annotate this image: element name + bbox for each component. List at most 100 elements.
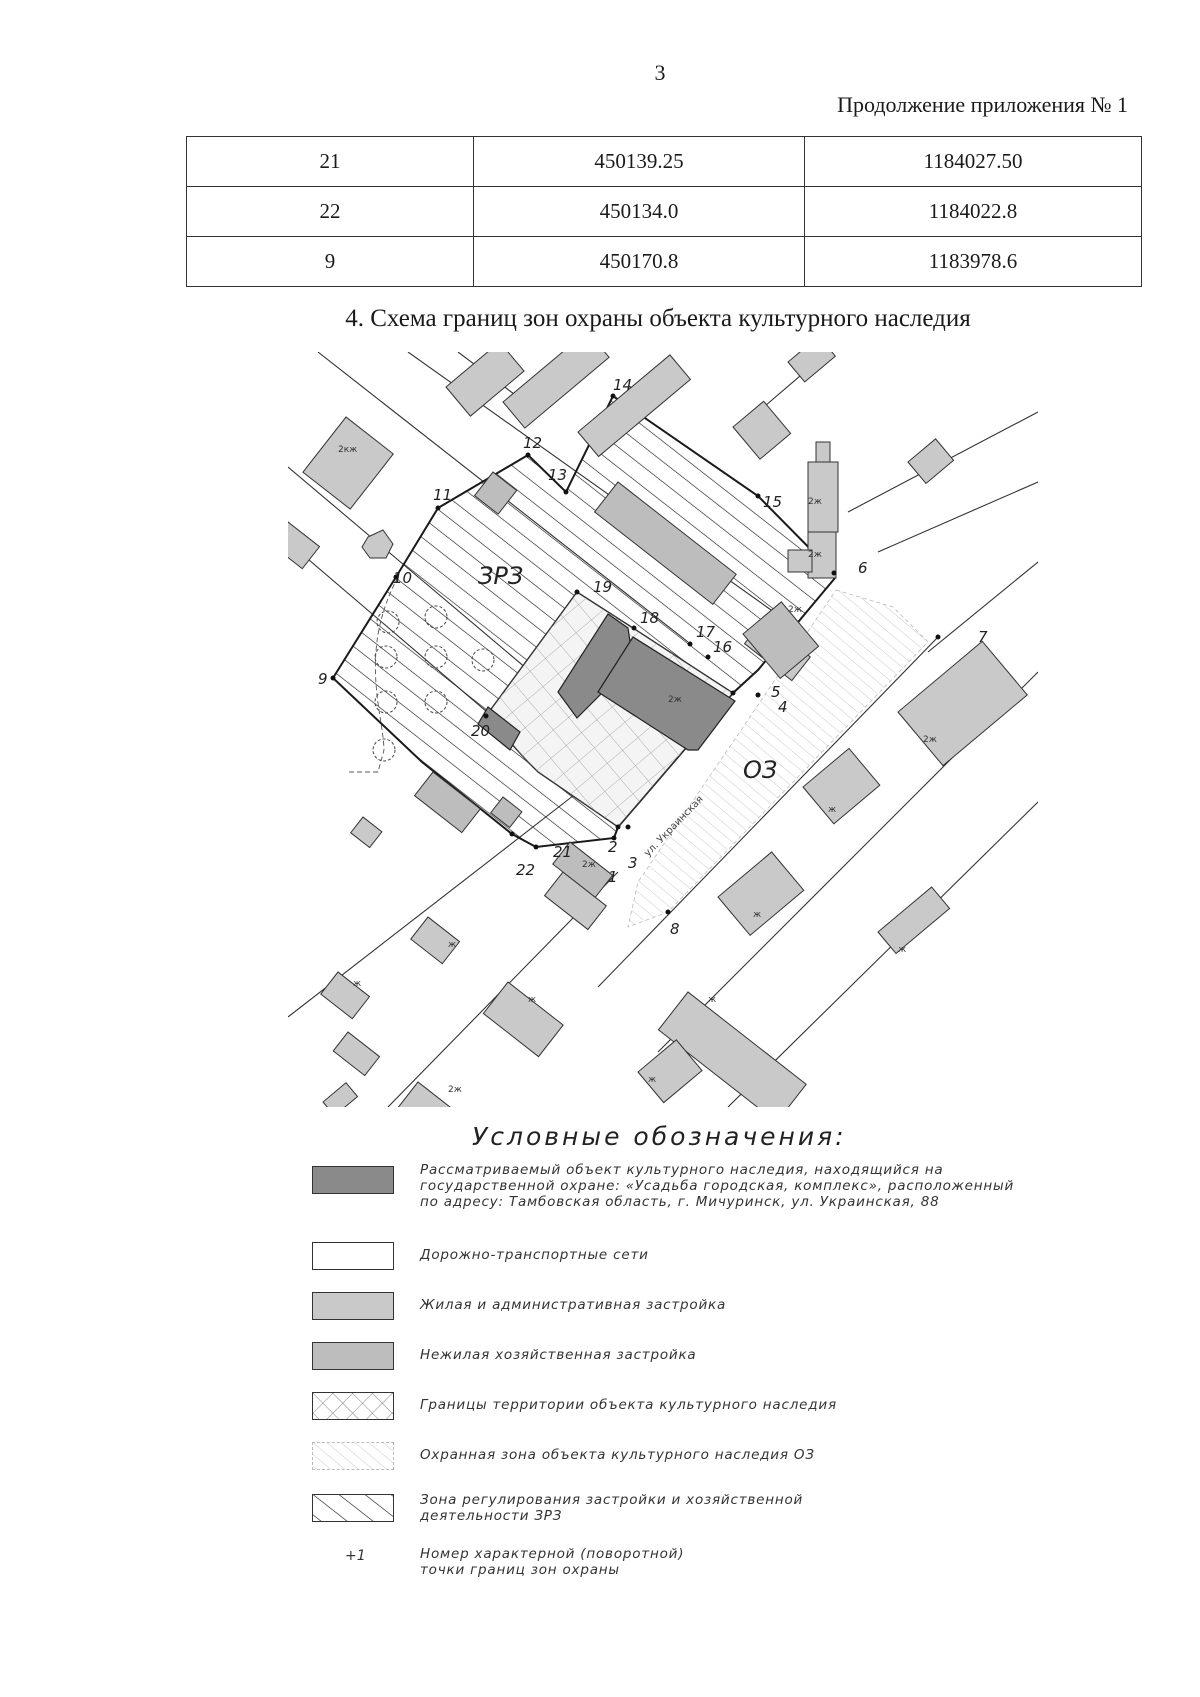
building <box>577 354 692 458</box>
svg-text:9: 9 <box>318 670 328 688</box>
legend-text: Дорожно-транспортные сети <box>420 1247 649 1263</box>
svg-text:2ж: 2ж <box>923 735 937 745</box>
zones-map: ЗРЗ ОЗ ул. Украинская 2кж 2ж 2ж 2ж 2ж 2ж… <box>288 352 1038 1107</box>
building <box>897 640 1028 767</box>
svg-text:13: 13 <box>548 466 567 484</box>
svg-text:17: 17 <box>696 623 716 641</box>
table-row: 22 450134.0 1184022.8 <box>186 186 1142 237</box>
svg-text:4: 4 <box>778 698 788 716</box>
building <box>657 991 807 1107</box>
svg-text:7: 7 <box>978 628 988 646</box>
oz-swatch <box>312 1442 394 1470</box>
zones-map-svg: ЗРЗ ОЗ ул. Украинская 2кж 2ж 2ж 2ж 2ж 2ж… <box>288 352 1038 1107</box>
coordinates-table: 21 450139.25 1184027.50 22 450134.0 1184… <box>186 136 1142 287</box>
svg-text:15: 15 <box>763 493 782 511</box>
point-cell: 21 <box>186 136 474 187</box>
building <box>802 747 881 825</box>
x-cell: 450170.8 <box>473 236 805 287</box>
table-row: 21 450139.25 1184027.50 <box>186 136 1142 187</box>
y-cell: 1184027.50 <box>804 136 1142 187</box>
building <box>332 1031 381 1077</box>
building <box>502 352 610 429</box>
building <box>445 352 525 417</box>
table-row: 9 450170.8 1183978.6 <box>186 236 1142 287</box>
legend-title: Условные обозначения: <box>472 1122 847 1151</box>
y-cell: 1183978.6 <box>804 236 1142 287</box>
building <box>787 352 837 383</box>
y-cell: 1184022.8 <box>804 186 1142 237</box>
point-labels: 1 2 3 4 5 6 7 8 9 10 11 12 13 14 15 16 1… <box>318 376 988 938</box>
legend-text: Охранная зона объекта культурного наслед… <box>420 1447 815 1463</box>
svg-text:19: 19 <box>593 578 612 596</box>
svg-text:18: 18 <box>640 609 659 627</box>
section-title: 4. Схема границ зон охраны объекта культ… <box>345 305 971 332</box>
svg-text:21: 21 <box>553 843 572 861</box>
svg-text:6: 6 <box>858 559 868 577</box>
svg-text:8: 8 <box>670 920 680 938</box>
legend-text: Номер характерной (поворотной) точки гра… <box>420 1546 685 1578</box>
legend-text: Границы территории объекта культурного н… <box>420 1397 837 1413</box>
tree-symbols <box>372 605 495 762</box>
non-residential-buildings <box>413 471 820 899</box>
legend-text: Рассматриваемый объект культурного насле… <box>420 1162 1015 1210</box>
svg-text:2ж: 2ж <box>808 497 822 507</box>
svg-text:2ж: 2ж <box>788 605 802 615</box>
legend-text: Жилая и административная застройка <box>420 1297 727 1313</box>
point-cell: 9 <box>186 236 474 287</box>
svg-text:14: 14 <box>613 376 632 394</box>
oz-label: ОЗ <box>743 756 777 784</box>
svg-text:ж: ж <box>353 979 361 989</box>
svg-text:1: 1 <box>608 868 618 886</box>
svg-text:ж: ж <box>898 945 906 955</box>
svg-text:ж: ж <box>753 910 761 920</box>
territory-swatch <box>312 1392 394 1420</box>
building <box>732 400 792 460</box>
building <box>482 981 564 1058</box>
zrz-swatch <box>312 1494 394 1522</box>
svg-text:2ж: 2ж <box>808 550 822 560</box>
svg-text:20: 20 <box>471 722 490 740</box>
building <box>320 971 371 1020</box>
page-number: 3 <box>654 60 666 85</box>
point-cell: 22 <box>186 186 474 237</box>
building <box>288 521 321 570</box>
zrz-label: ЗРЗ <box>478 562 523 590</box>
building-marks: 2кж 2ж 2ж 2ж 2ж 2ж ж ж ж ж ж 2ж ж ж ж 2ж <box>338 445 937 1095</box>
building <box>322 1082 359 1107</box>
building <box>637 1039 703 1104</box>
building <box>392 1081 474 1107</box>
residential-swatch <box>312 1292 394 1320</box>
svg-text:2кж: 2кж <box>338 445 357 455</box>
object-territory-hatch <box>486 592 733 827</box>
svg-text:16: 16 <box>713 638 732 656</box>
object-swatch <box>312 1166 394 1194</box>
non-residential-swatch <box>312 1342 394 1370</box>
building <box>410 916 461 965</box>
point-symbol: +1 <box>345 1548 366 1564</box>
legend-text: Нежилая хозяйственная застройка <box>420 1347 697 1363</box>
svg-text:2: 2 <box>608 838 618 856</box>
building <box>717 851 805 937</box>
svg-text:ж: ж <box>828 805 836 815</box>
svg-text:11: 11 <box>433 486 452 504</box>
svg-text:2ж: 2ж <box>668 695 682 705</box>
heritage-object <box>477 613 736 751</box>
svg-text:22: 22 <box>516 861 535 879</box>
svg-text:10: 10 <box>393 569 412 587</box>
svg-text:ж: ж <box>708 995 716 1005</box>
svg-text:ж: ж <box>448 940 456 950</box>
svg-text:ж: ж <box>528 995 536 1005</box>
building <box>302 416 394 510</box>
roads-swatch <box>312 1242 394 1270</box>
x-cell: 450139.25 <box>473 136 805 187</box>
svg-text:2ж: 2ж <box>448 1085 462 1095</box>
continuation-note: Продолжение приложения № 1 <box>837 92 1128 117</box>
building <box>349 816 383 849</box>
svg-text:5: 5 <box>771 683 781 701</box>
svg-text:12: 12 <box>523 434 542 452</box>
building <box>877 886 951 955</box>
x-cell: 450134.0 <box>473 186 805 237</box>
svg-text:ж: ж <box>648 1075 656 1085</box>
point-markers <box>330 393 941 915</box>
svg-text:3: 3 <box>628 854 638 872</box>
